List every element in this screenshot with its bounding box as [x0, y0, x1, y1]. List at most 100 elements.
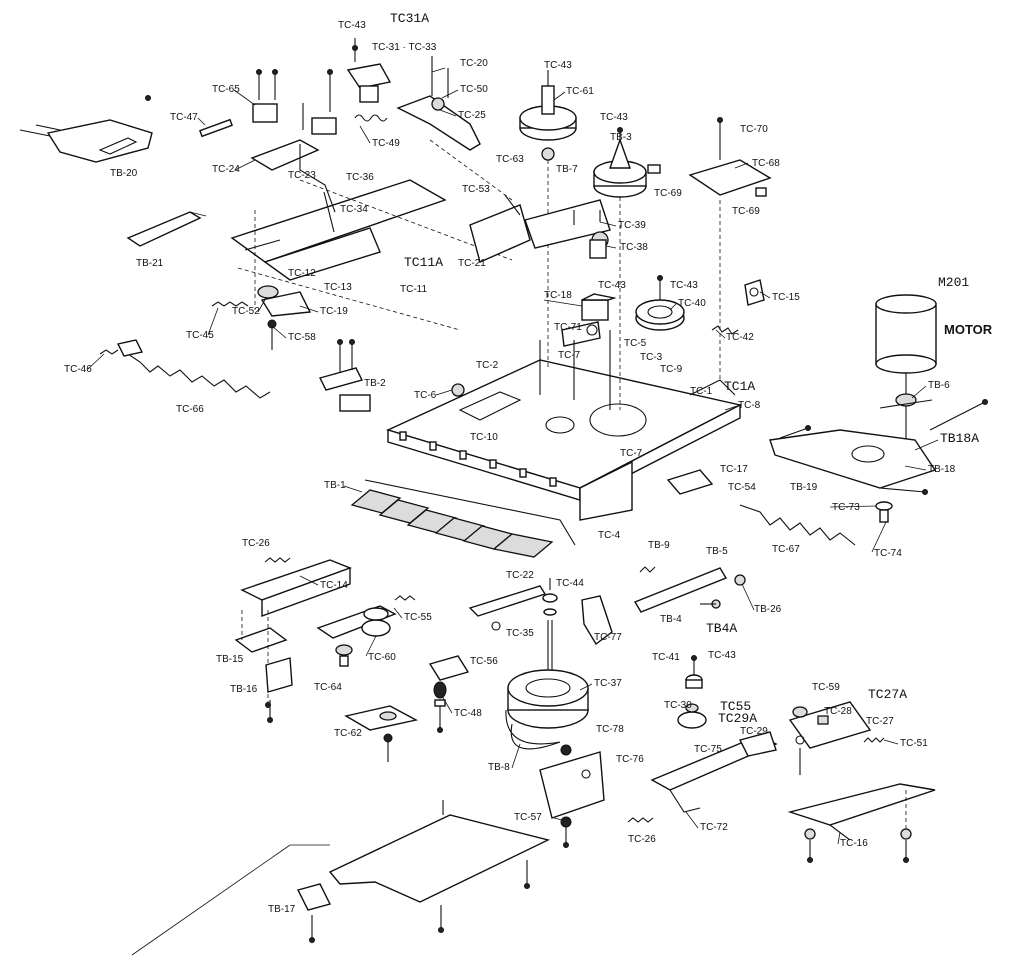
label-tc43-b: TC-43 [544, 60, 572, 71]
label-tb4a: TB4A [706, 621, 737, 636]
label-tc35: TC-35 [506, 628, 534, 639]
label-tc21: TC-21 [458, 258, 486, 269]
label-tc25: TC-25 [458, 110, 486, 121]
label-tc45: TC-45 [186, 330, 214, 341]
label-tc34: TC-34 [340, 204, 368, 215]
label-tc78: TC-78 [596, 724, 624, 735]
label-tc6: TC-6 [414, 390, 437, 401]
label-tc39: TC-39 [618, 220, 646, 231]
label-tc46: TC-46 [64, 364, 92, 375]
label-tc1a: TC1A [724, 379, 755, 394]
label-tc44: TC-44 [556, 578, 584, 589]
label-tb7: TB-7 [556, 164, 578, 175]
label-tc15: TC-15 [772, 292, 800, 303]
label-tc74: TC-74 [874, 548, 902, 559]
label-tc73: TC-73 [832, 502, 860, 513]
label-tc43-f: TC-43 [708, 650, 736, 661]
label-tb4: TB-4 [660, 614, 682, 625]
label-tc63: TC-63 [496, 154, 524, 165]
label-tb8: TB-8 [488, 762, 510, 773]
label-tb5: TB-5 [706, 546, 728, 557]
label-m201: M201 [938, 275, 969, 290]
label-tc57: TC-57 [514, 812, 542, 823]
label-tc58: TC-58 [288, 332, 316, 343]
label-tc53: TC-53 [462, 184, 490, 195]
label-tc29a: TC29A [718, 711, 757, 726]
label-tc52: TC-52 [232, 306, 260, 317]
label-tc31a: TC31A [390, 11, 429, 26]
label-tc12: TC-12 [288, 268, 316, 279]
label-tc43-c: TC-43 [600, 112, 628, 123]
label-tc60: TC-60 [368, 652, 396, 663]
label-tc38: TC-38 [620, 242, 648, 253]
label-tc77: TC-77 [594, 632, 622, 643]
main-chassis [386, 359, 743, 521]
label-tc19: TC-19 [320, 306, 348, 317]
label-tc36: TC-36 [346, 172, 374, 183]
label-tc51: TC-51 [900, 738, 928, 749]
label-tb18: TB-18 [928, 464, 956, 475]
top-left-cluster [19, 38, 513, 350]
label-tb20: TB-20 [110, 168, 138, 179]
screw-markers [145, 45, 988, 943]
label-tc7: TC-7 [558, 350, 581, 361]
label-tc43-top: TC-43 [338, 20, 366, 31]
label-tc29: TC-29 [740, 726, 768, 737]
tb2-bracket [318, 345, 371, 412]
label-tc24: TC-24 [212, 164, 240, 175]
label-tb1: TB-1 [324, 480, 346, 491]
label-tc5: TC-5 [624, 338, 647, 349]
label-tc8: TC-8 [738, 400, 761, 411]
label-tc70: TC-70 [740, 124, 768, 135]
label-tc68: TC-68 [752, 158, 780, 169]
label-tc18: TC-18 [544, 290, 572, 301]
label-tb15: TB-15 [216, 654, 244, 665]
label-tc50: TC-50 [460, 84, 488, 95]
label-tc27: TC-27 [866, 716, 894, 727]
label-tc41: TC-41 [652, 652, 680, 663]
part-labels: TC-43 TC31A TC-31 · TC-33 TC-20 TC-50 TC… [64, 11, 993, 915]
label-tc47: TC-47 [170, 112, 198, 123]
label-tc67: TC-67 [772, 544, 800, 555]
label-tc27a: TC27A [868, 687, 907, 702]
label-tc55b: TC55 [720, 699, 751, 714]
label-tc4: TC-4 [598, 530, 621, 541]
label-tc62: TC-62 [334, 728, 362, 739]
label-tc59: TC-59 [812, 682, 840, 693]
label-tc3: TC-3 [640, 352, 663, 363]
label-tb3: TB-3 [610, 132, 632, 143]
label-tc75: TC-75 [694, 744, 722, 755]
lower-left-cluster [234, 557, 746, 762]
label-tc56: TC-56 [470, 656, 498, 667]
label-tc17: TC-17 [720, 464, 748, 475]
label-tc48: TC-48 [454, 708, 482, 719]
label-tc26a: TC-26 [242, 538, 270, 549]
label-tc42: TC-42 [726, 332, 754, 343]
label-tc28: TC-28 [824, 706, 852, 717]
label-tb19: TB-19 [790, 482, 818, 493]
label-tc64: TC-64 [314, 682, 342, 693]
label-tc22: TC-22 [506, 570, 534, 581]
label-tb17: TB-17 [268, 904, 296, 915]
label-tc14: TC-14 [320, 580, 348, 591]
tc6-washer [451, 383, 465, 397]
top-center-cluster [469, 70, 772, 410]
label-tc43-e: TC-43 [670, 280, 698, 291]
label-tc31-33: TC-31 · TC-33 [372, 42, 437, 53]
label-tc40: TC-40 [678, 298, 706, 309]
lower-right-cluster [539, 660, 936, 860]
label-tb9: TB-9 [648, 540, 670, 551]
label-tc30: TC-30 [664, 700, 692, 711]
label-tc23: TC-23 [288, 170, 316, 181]
label-tb6: TB-6 [928, 380, 950, 391]
label-tc7b: TC-7 [620, 448, 643, 459]
label-tc72: TC-72 [700, 822, 728, 833]
label-tb2: TB-2 [364, 378, 386, 389]
label-tc61: TC-61 [566, 86, 594, 97]
label-tc10: TC-10 [470, 432, 498, 443]
label-tc13: TC-13 [324, 282, 352, 293]
comb-springs [99, 339, 856, 546]
label-tc37: TC-37 [594, 678, 622, 689]
label-tc11: TC-11 [400, 284, 427, 295]
